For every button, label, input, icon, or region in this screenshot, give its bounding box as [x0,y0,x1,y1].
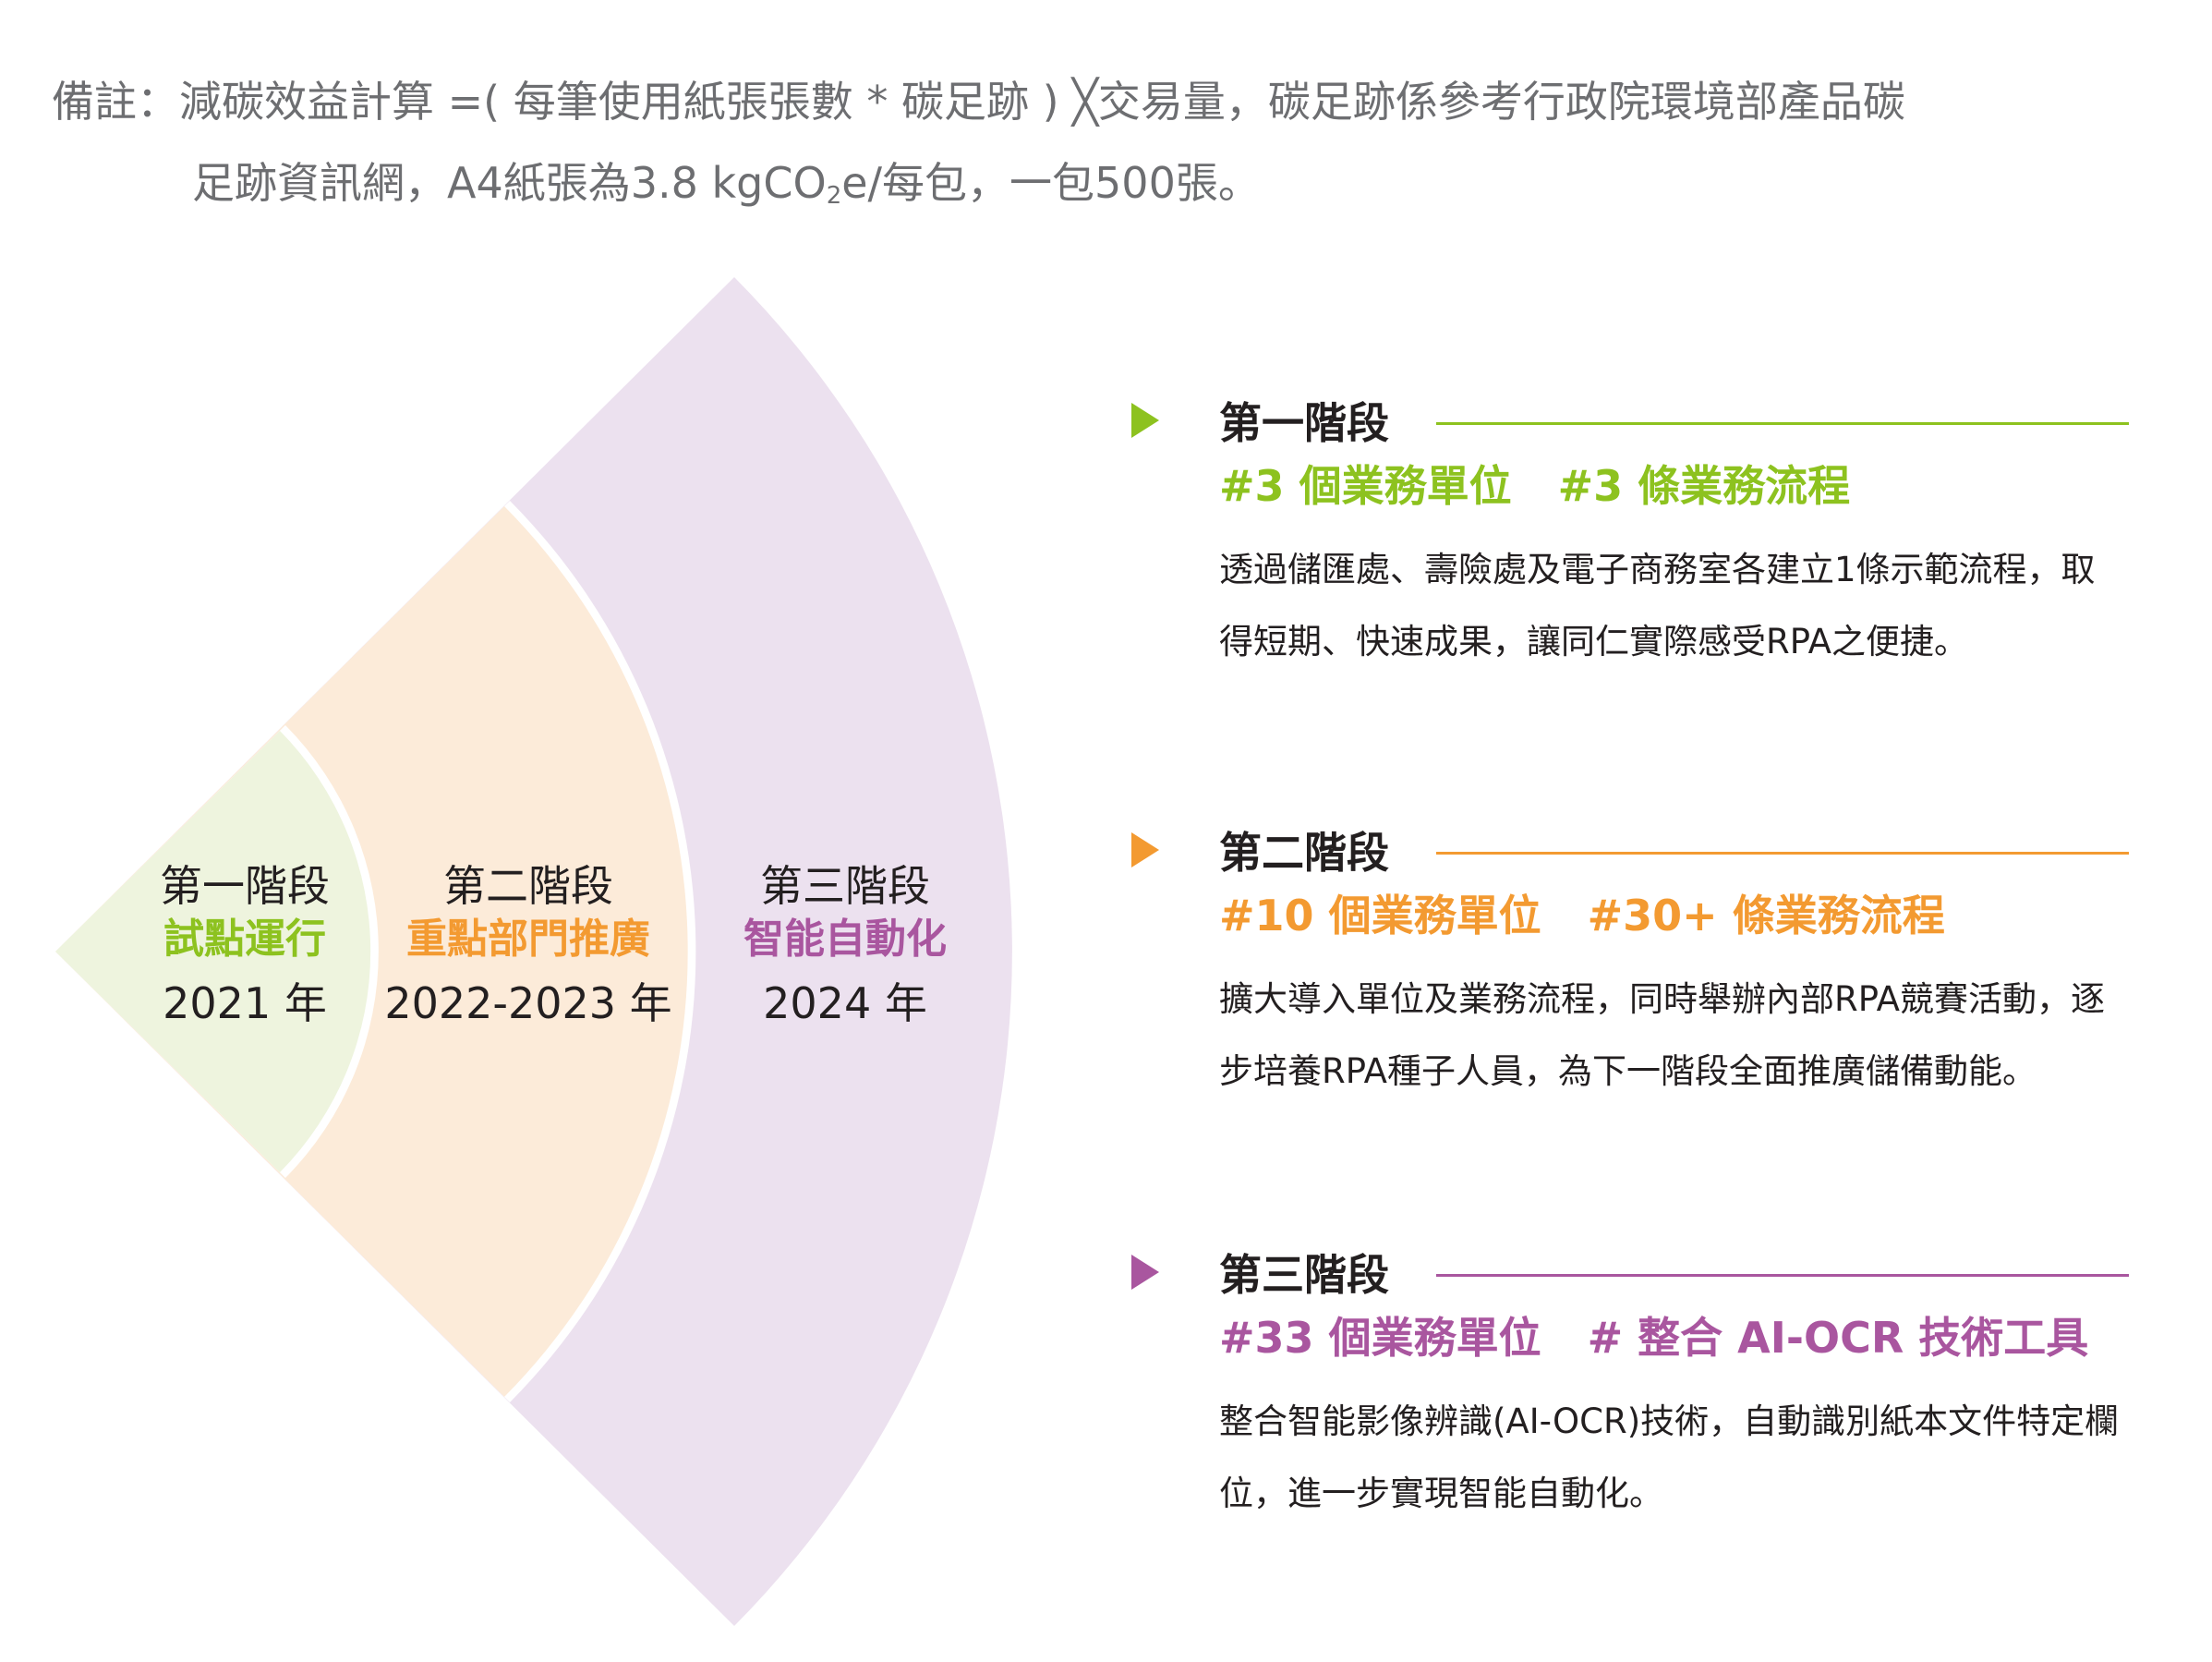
stage-1-subtitle: 試點運行 [163,916,326,963]
footnote: 備註：減碳效益計算 =( 每筆使用紙張張數 * 碳足跡 ) ╳交易量，碳足跡係參… [52,61,1905,237]
triangle-right-icon [1131,1255,1159,1290]
stage-2-title: 第二階段 [442,861,613,911]
stage-1-label: 第一階段 試點運行 2021 年 [160,859,330,1037]
stage-1-tags: #3 個業務單位 #3 條業務流程 [1219,458,2129,514]
stage-1-title: 第一階段 [160,861,330,911]
stage-3-subtitle: 智能自動化 [743,916,947,963]
stage-2-block: 第二階段 #10 個業務單位 #30+ 條業務流程 擴大導入單位及業務流程，同時舉… [1131,825,2129,1108]
stage-1-year: 2021 年 [163,978,327,1028]
stage-1-sector [55,731,371,1172]
stage-2-label: 第二階段 重點部門推廣 2022-2023 年 [384,859,671,1037]
footnote-line-1: 備註：減碳效益計算 =( 每筆使用紙張張數 * 碳足跡 ) ╳交易量，碳足跡係參… [52,77,1905,127]
stage-1-tag-flows: #3 條業務流程 [1557,461,1851,511]
stage-3-title: 第三階段 [760,861,930,911]
stage-2-subtitle: 重點部門推廣 [405,916,650,963]
stage-3-description: 整合智能影像辨識(AI-OCR)技術，自動識別紙本文件特定欄位，進一步實現智能自… [1219,1401,2120,1513]
stage-2-description: 擴大導入單位及業務流程，同時舉辦內部RPA競賽活動，逐步培養RPA種子人員，為下… [1219,979,2105,1091]
stage-2-tag-flows: #30+ 條業務流程 [1587,891,1945,940]
stage-3-tag-units: #33 個業務單位 [1219,1313,1541,1363]
stage-2-block-title: 第二階段 [1219,828,1389,878]
stage-1-tag-units: #3 個業務單位 [1219,461,1512,511]
stage-1-block-title: 第一階段 [1219,398,1389,448]
stage-3-block: 第三階段 #33 個業務單位 # 整合 AI-OCR 技術工具 整合智能影像辨識(… [1131,1247,2129,1530]
divider-line [1436,852,2129,855]
stage-3-tag-tools: # 整合 AI-OCR 技術工具 [1587,1313,2089,1363]
triangle-right-icon [1131,403,1159,438]
stage-3-year: 2024 年 [763,978,927,1028]
stage-fan-diagram [55,277,1012,1626]
stage-3-label: 第三階段 智能自動化 2024 年 [743,859,947,1037]
stage-2-year: 2022-2023 年 [384,978,672,1028]
stage-1-block: 第一階段 #3 個業務單位 #3 條業務流程 透過儲匯處、壽險處及電子商務室各建立… [1131,395,2129,678]
stage-3-tags: #33 個業務單位 # 整合 AI-OCR 技術工具 [1219,1310,2129,1365]
stage-2-tag-units: #10 個業務單位 [1219,891,1541,940]
divider-line [1436,422,2129,425]
stage-2-tags: #10 個業務單位 #30+ 條業務流程 [1219,888,2129,943]
divider-line [1436,1274,2129,1277]
stage-3-block-title: 第三階段 [1219,1250,1389,1300]
stage-1-description: 透過儲匯處、壽險處及電子商務室各建立1條示範流程，取得短期、快速成果，讓同仁實際… [1219,550,2096,661]
footnote-line-2: 足跡資訊網，A4紙張為3.8 kgCO2e/每包，一包500張。 [192,158,1261,210]
triangle-right-icon [1131,832,1159,867]
